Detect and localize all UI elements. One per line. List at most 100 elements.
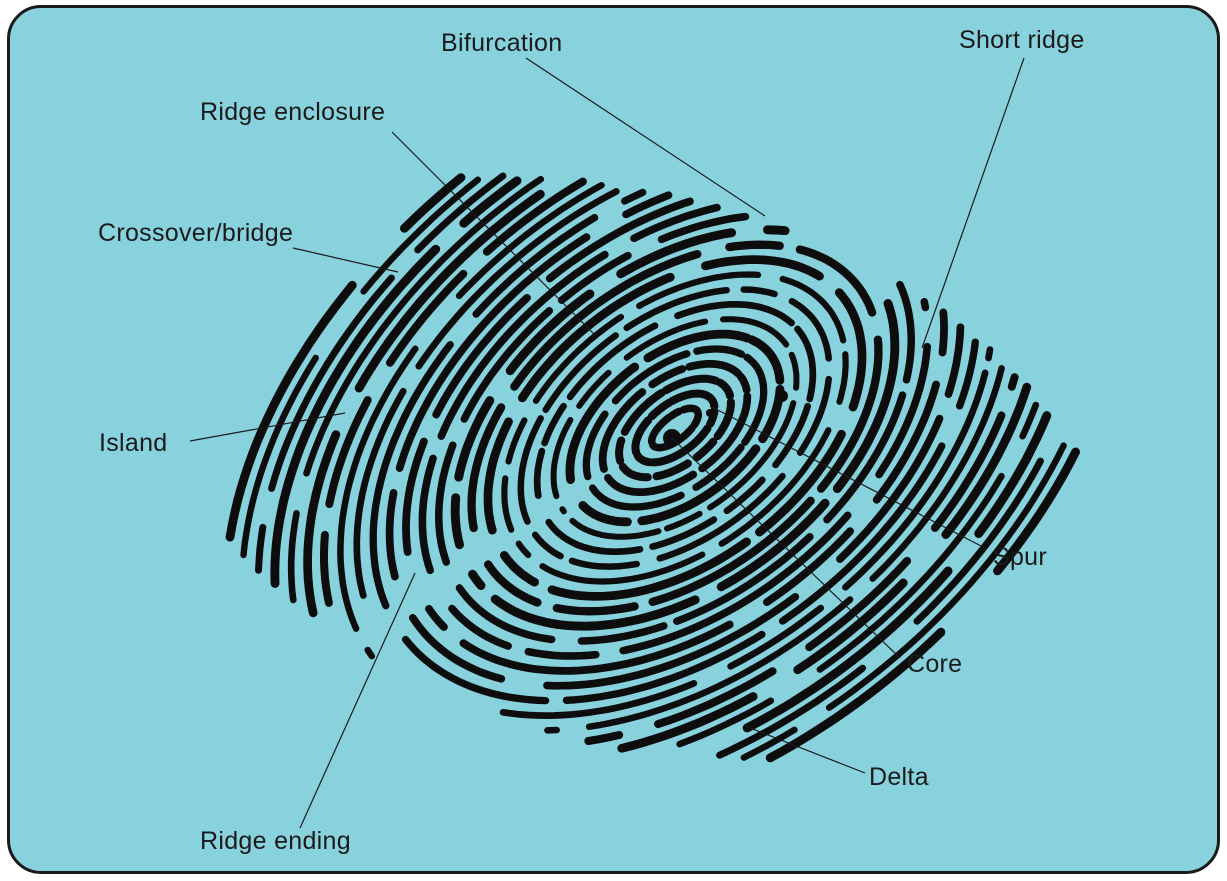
ridge-segment (448, 604, 512, 650)
label-spur: Spur (993, 543, 1048, 571)
ridge-segment (662, 374, 721, 395)
ridge-segment (654, 667, 777, 729)
label-short-ridge: Short ridge (959, 26, 1085, 54)
ridge-segment (676, 697, 775, 748)
ridge-segment (255, 523, 267, 574)
ridge-segment (1019, 401, 1040, 440)
ridge-segment (582, 410, 609, 481)
ridge-segment (584, 731, 624, 745)
ridge-segment (631, 416, 653, 457)
ridge-segment (955, 338, 979, 410)
ridge-segment (647, 398, 674, 421)
ridge-dot (776, 390, 788, 402)
fingerprint-illustration (225, 172, 1080, 763)
ridge-segment (566, 322, 659, 401)
ridge-segment (668, 389, 719, 411)
ridge-segment (541, 402, 567, 447)
ridge-segment (674, 300, 795, 327)
ridge-segment (616, 228, 737, 279)
label-crossover-bridge: Crossover/bridge (98, 219, 294, 247)
ridge-segment (617, 692, 758, 753)
ridge-segment (552, 602, 639, 616)
ridge-segment (794, 325, 817, 403)
ridge-segment (742, 566, 953, 733)
ridge-segment (913, 457, 1044, 625)
diagram-frame: Bifurcation Short ridge Ridge enclosure … (7, 5, 1220, 874)
ridge-segment (788, 297, 832, 362)
ridge-segment (736, 372, 751, 394)
ridge-segment (588, 484, 685, 511)
ridge-segment (618, 462, 652, 482)
ridge-segment (643, 329, 752, 363)
ridge-segment (408, 614, 506, 683)
label-ridge-ending: Ridge ending (200, 827, 351, 855)
ridge-segment (795, 245, 877, 317)
ridge-segment (402, 437, 428, 556)
ridge-segment (825, 442, 1067, 711)
ridge-segment (693, 345, 746, 358)
ridge-segment (401, 635, 550, 705)
ridge-segment (515, 540, 532, 559)
ridge-segment (673, 533, 814, 625)
ridge-segment (633, 451, 654, 467)
ridge-segment (550, 417, 574, 500)
ridge-segment (484, 560, 542, 607)
ridge-segment (565, 362, 640, 484)
label-core: Core (907, 650, 963, 678)
ridge-segment (455, 584, 556, 644)
ridge-segment (974, 411, 1052, 538)
ridge-dot (663, 429, 681, 447)
ridge-segment (747, 335, 785, 385)
ridge-segment (636, 271, 762, 310)
ridge-segment (944, 323, 965, 398)
ridge-segment (725, 240, 784, 252)
ridge-segment (985, 346, 994, 362)
ridge-segment (788, 351, 800, 391)
ridge-segment (425, 605, 448, 631)
label-ridge-enclosure: Ridge enclosure (200, 98, 386, 126)
ridge-segment (385, 489, 399, 581)
ridge-segment (545, 518, 644, 556)
ridge-segment (418, 454, 437, 575)
ridge-segment (499, 679, 698, 719)
ridge-segment (268, 274, 395, 492)
ridge-segment (369, 341, 454, 610)
ridge-segment (569, 517, 662, 540)
ridge-segment (938, 308, 948, 357)
label-delta: Delta (869, 763, 929, 791)
ridge-segment (533, 447, 546, 499)
ridge-segment (568, 557, 640, 570)
ridge-segment (532, 313, 625, 404)
ridge-segment (524, 647, 600, 660)
ridge-segment (740, 286, 778, 298)
ridge-segment (353, 387, 407, 599)
ridge-dot (706, 409, 714, 417)
ridge-segment (468, 569, 486, 591)
ridge-segment (763, 225, 790, 236)
ridge-segment (667, 407, 683, 420)
ridge-segment (993, 447, 1080, 576)
ridge-segment (505, 417, 528, 465)
ridge-segment (685, 360, 743, 378)
ridge-segment (690, 410, 703, 429)
ridge-segment (713, 398, 735, 441)
ridge-segment (432, 294, 531, 419)
ridge-segment (623, 286, 730, 332)
ridge-segment (648, 365, 687, 389)
ridge-segment (623, 318, 709, 361)
ridge-segment (716, 378, 734, 400)
ridge-segment (578, 501, 632, 527)
label-bifurcation: Bifurcation (441, 29, 563, 57)
ridge-segment (720, 316, 790, 348)
ridge-segment (896, 280, 915, 384)
ridge-segment (435, 441, 457, 566)
ridge-segment (559, 506, 567, 515)
ridge-segment (650, 413, 673, 438)
ridge-segment (615, 436, 626, 465)
ridge-segment (621, 188, 647, 205)
ridge-segment (577, 622, 668, 645)
ridge-segment (454, 396, 495, 482)
ridge-segment (920, 298, 930, 312)
ridge-segment (648, 441, 670, 452)
ridge-segment (620, 389, 666, 436)
